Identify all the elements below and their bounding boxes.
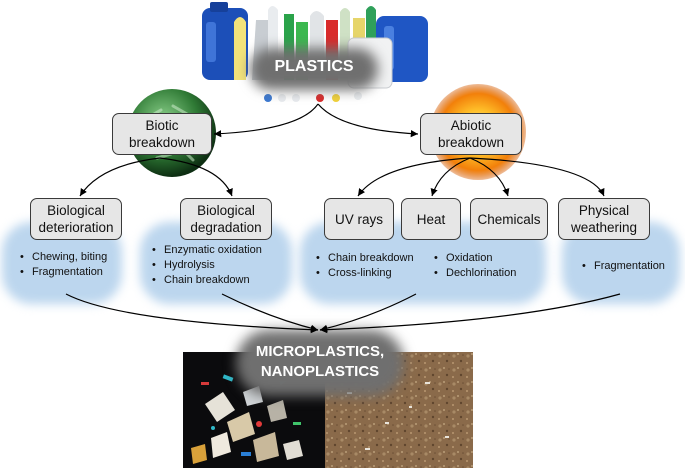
uv-rays-list: Chain breakdown Cross-linking [314, 251, 414, 281]
biotic-breakdown-box: Biotic breakdown [112, 113, 212, 155]
list-item: Fragmentation [580, 259, 665, 274]
bio-deterioration-list: Chewing, biting Fragmentation [18, 250, 107, 280]
list-item: Enzymatic oxidation [150, 243, 262, 258]
list-item: Dechlorination [432, 266, 516, 281]
list-item: Chain breakdown [150, 273, 262, 288]
microplastics-glow [236, 330, 404, 396]
list-item: Cross-linking [314, 266, 414, 281]
list-item: Hydrolysis [150, 258, 262, 273]
bio-degradation-list: Enzymatic oxidation Hydrolysis Chain bre… [150, 243, 262, 288]
biological-degradation-box: Biological degradation [180, 198, 272, 240]
list-item: Fragmentation [18, 265, 107, 280]
abiotic-breakdown-box: Abiotic breakdown [420, 113, 522, 155]
plastics-title: PLASTICS [274, 58, 354, 75]
list-item: Chain breakdown [314, 251, 414, 266]
list-item: Oxidation [432, 251, 516, 266]
physical-weathering-box: Physical weathering [558, 198, 650, 240]
plastics-glow [250, 48, 378, 90]
uv-rays-box: UV rays [324, 198, 394, 240]
microplastics-title: MICROPLASTICS, NANOPLASTICS [255, 343, 385, 380]
biological-deterioration-box: Biological deterioration [30, 198, 122, 240]
chemicals-list: Oxidation Dechlorination [432, 251, 516, 281]
heat-box: Heat [401, 198, 461, 240]
physical-weathering-list: Fragmentation [580, 259, 665, 274]
list-item: Chewing, biting [18, 250, 107, 265]
chemicals-box: Chemicals [470, 198, 548, 240]
